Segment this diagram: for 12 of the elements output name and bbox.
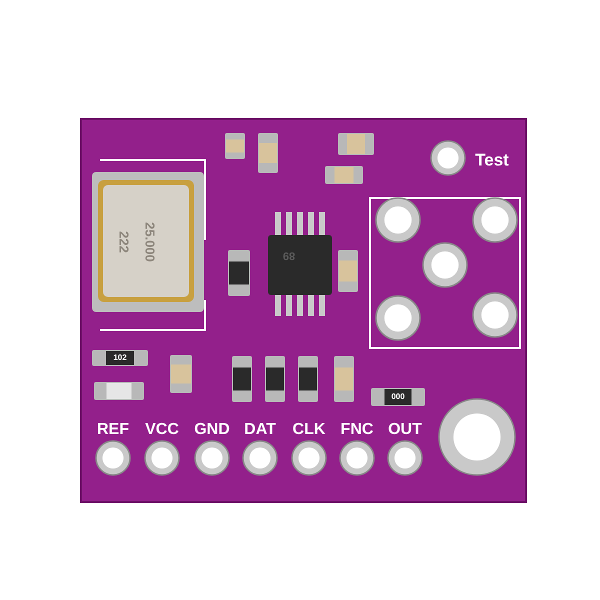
silkscreen-label: Test [475, 152, 509, 168]
pin-label: DAT [244, 422, 276, 438]
pin-label: REF [97, 422, 129, 438]
pin-label: GND [194, 422, 230, 438]
resistor-marking: 000 [391, 393, 405, 401]
pin-label: FNC [340, 422, 374, 438]
crystal-marking: 222 [118, 231, 130, 253]
pin-label: VCC [145, 422, 179, 438]
resistor-marking: 102 [113, 354, 127, 362]
pin-label: CLK [292, 422, 326, 438]
pin-label: OUT [388, 422, 422, 438]
crystal-marking: 25.000 [144, 222, 156, 262]
